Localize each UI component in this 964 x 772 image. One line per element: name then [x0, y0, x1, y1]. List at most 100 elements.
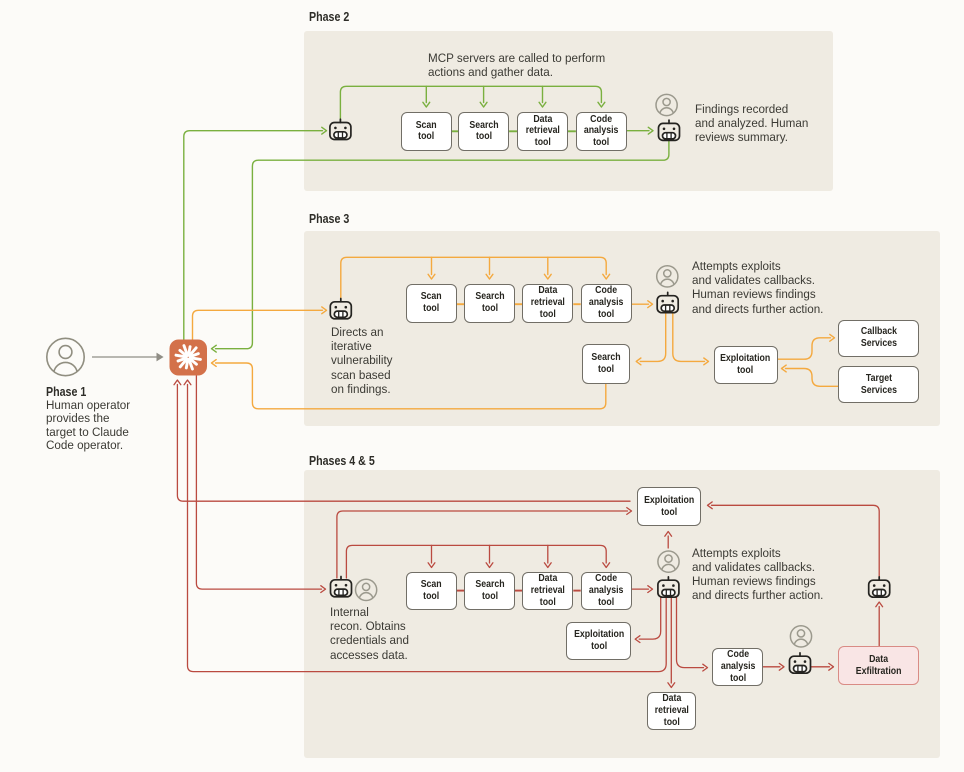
- phase3-search-tool-box-label: Search tool: [474, 291, 505, 314]
- phase3-target-services-box-label: Target Services: [860, 372, 897, 396]
- phase3-exploitation-tool-box: Exploitation tool: [713, 345, 778, 384]
- phases45-code-analysis-tool-2-box: Code analysis tool: [712, 648, 764, 686]
- phase3-code-analysis-to-robot-arrow: [631, 300, 654, 309]
- phases45-arc-branch-arrow-1: [427, 544, 436, 569]
- phase3-arc-branch-arrow-3: [543, 256, 552, 280]
- phase2-human-icon: [655, 93, 678, 117]
- phase2-claude-to-agent-arrow: [183, 126, 328, 341]
- phases45-data-retrieval-tool-2-box: Data retrieval tool: [647, 691, 697, 730]
- phases45-result-text: Attempts exploits and validates callback…: [692, 545, 824, 603]
- phase1-title: Phase 1: [46, 384, 87, 399]
- phase3-search-tool-2-box-label: Search tool: [591, 352, 621, 375]
- phases45-data-exfiltration-box-label: Data Exfiltration: [855, 653, 902, 677]
- phase2-result-text: Findings recorded and analyzed. Human re…: [694, 101, 808, 144]
- phases45-panel: [304, 470, 940, 758]
- phase3-target-to-exploitation-arrow: [780, 364, 840, 387]
- phase3-callback-services-box-label: Callback Services: [860, 326, 897, 350]
- phases45-robot-to-code-analysis-2-arrow: [675, 596, 709, 672]
- phase2-title: Phase 2: [308, 9, 349, 24]
- phases45-callback-robot-icon: [867, 576, 891, 599]
- phases45-exploitation-tool-side-box-label: Exploitation tool: [573, 629, 624, 653]
- phase3-code-analysis-tool-box: Code analysis tool: [580, 283, 632, 323]
- phase2-arc-branch-arrow-3: [538, 85, 547, 108]
- phases45-robot-to-exploitation-side-arrow: [634, 596, 662, 644]
- phases45-exfil-robot-icon: [788, 652, 812, 675]
- phase3-arc-branch-arrow-1: [427, 256, 436, 280]
- phases45-exploitation-tool-top-box-label: Exploitation tool: [643, 494, 694, 518]
- phases45-data-exfiltration-box: Data Exfiltration: [838, 646, 920, 686]
- phase2-panel: [304, 31, 833, 191]
- phase3-agent-to-tools-arc: [340, 256, 611, 302]
- phases45-data-retrieval-tool-box: Data retrieval tool: [522, 571, 574, 610]
- phases45-code-analysis-tool-box: Code analysis tool: [580, 571, 632, 610]
- phases45-code-analysis-tool-2-box-label: Code analysis tool: [720, 649, 756, 684]
- phase2-search-tool-box-label: Search tool: [468, 119, 499, 143]
- phase3-exploit-robot-icon: [656, 291, 680, 314]
- phase3-data-retrieval-tool-box: Data retrieval tool: [522, 283, 574, 323]
- flow-arrows: [92, 85, 884, 689]
- phase3-search-tool-2-box: Search tool: [582, 344, 631, 384]
- phases45-code-analysis-to-robot-arrow: [631, 585, 654, 594]
- phase3-search-tool-to-claude-return-arrow: [210, 358, 607, 410]
- phase2-review-robot-icon: [657, 119, 681, 142]
- phase2-data-retrieval-tool-box-label: Data retrieval tool: [525, 113, 560, 149]
- phases45-data-retrieval-tool-2-box-label: Data retrieval tool: [654, 692, 689, 728]
- phase2-search-tool-box: Search tool: [458, 112, 510, 151]
- phase3-scan-tool-box: Scan tool: [406, 283, 457, 323]
- phase3-exploitation-tool-box-label: Exploitation tool: [720, 352, 771, 376]
- phase3-search-tool-box: Search tool: [464, 283, 515, 323]
- phases45-robot-to-tools-arc: [345, 544, 611, 579]
- phase2-arc-branch-arrow-2: [479, 85, 488, 108]
- phase3-exploitation-to-callback-arrow: [776, 333, 836, 360]
- phases45-recon-robot-icon: [329, 575, 353, 598]
- phase2-note: MCP servers are called to perform action…: [427, 51, 605, 80]
- phase2-arc-branch-arrow-1: [422, 85, 431, 108]
- phases45-human-icon: [657, 550, 680, 573]
- phase2-robot-to-claude-return-arrow: [210, 139, 670, 353]
- phase3-callback-services-box: Callback Services: [838, 320, 920, 357]
- phase1-description: Human operator provides the target to Cl…: [46, 398, 131, 453]
- phase3-scan-tool-box-label: Scan tool: [421, 291, 442, 314]
- phase3-claude-to-agent-arrow: [191, 306, 328, 341]
- phase3-robot-to-exploitation-arrow: [672, 312, 710, 366]
- phases45-agent-text: Internal recon. Obtains credentials and …: [330, 605, 410, 662]
- phase2-data-retrieval-tool-box: Data retrieval tool: [517, 112, 568, 151]
- phase1-human-operator-icon: [45, 337, 85, 377]
- phases45-scan-tool-box: Scan tool: [406, 571, 457, 610]
- phase3-agent-text: Directs an iterative vulnerability scan …: [331, 325, 393, 396]
- phases45-data-retrieval-tool-box-label: Data retrieval tool: [530, 572, 565, 608]
- phase2-agent-robot-icon: [329, 118, 352, 141]
- phases45-code-analysis-tool-box-label: Code analysis tool: [588, 572, 624, 608]
- phase2-code-analysis-tool-box-label: Code analysis tool: [584, 113, 619, 149]
- phases45-claude-to-recon-robot-arrow: [195, 375, 327, 594]
- phase2-code-analysis-to-robot-arrow: [626, 126, 654, 135]
- phases45-unit-to-exploitation-top-arrow: [664, 530, 673, 549]
- phase3-data-retrieval-tool-box-label: Data retrieval tool: [530, 285, 565, 320]
- phases45-arc-branch-arrow-3: [543, 544, 552, 569]
- phases45-exfiltration-to-robot-arrow: [875, 601, 884, 647]
- phase2-code-analysis-tool-box: Code analysis tool: [575, 112, 627, 151]
- phases45-arc-branch-arrow-2: [485, 544, 494, 569]
- phases45-robot-to-exploitation-top-arrow: [336, 506, 633, 579]
- phase2-scan-tool-box: Scan tool: [400, 112, 452, 151]
- claude-code-icon: [169, 339, 207, 376]
- phase3-target-services-box: Target Services: [838, 366, 920, 404]
- phase3-agent-robot-icon: [329, 297, 353, 320]
- phases45-search-tool-box-label: Search tool: [474, 578, 505, 602]
- phase2-agent-to-tools-arc: [339, 85, 606, 123]
- phase3-panel: [304, 231, 940, 426]
- phase3-code-analysis-tool-box-label: Code analysis tool: [588, 285, 624, 320]
- phases45-exploitation-tool-side-box: Exploitation tool: [566, 622, 632, 661]
- phases45-exploitation-to-claude-arrow: [173, 379, 631, 502]
- phases45-exploit-robot-icon: [657, 576, 680, 599]
- phases45-title: Phases 4 & 5: [308, 453, 375, 468]
- phase3-result-text: Attempts exploits and validates callback…: [692, 259, 824, 316]
- phases45-robot-to-data-exfiltration-arrow: [810, 662, 835, 671]
- phases45-exfil-human-icon: [789, 625, 813, 648]
- phase3-title: Phase 3: [308, 212, 349, 226]
- phase3-human-icon: [655, 265, 679, 288]
- phases45-code-analysis-2-to-robot-arrow: [762, 662, 785, 671]
- phases45-search-tool-box: Search tool: [464, 571, 515, 610]
